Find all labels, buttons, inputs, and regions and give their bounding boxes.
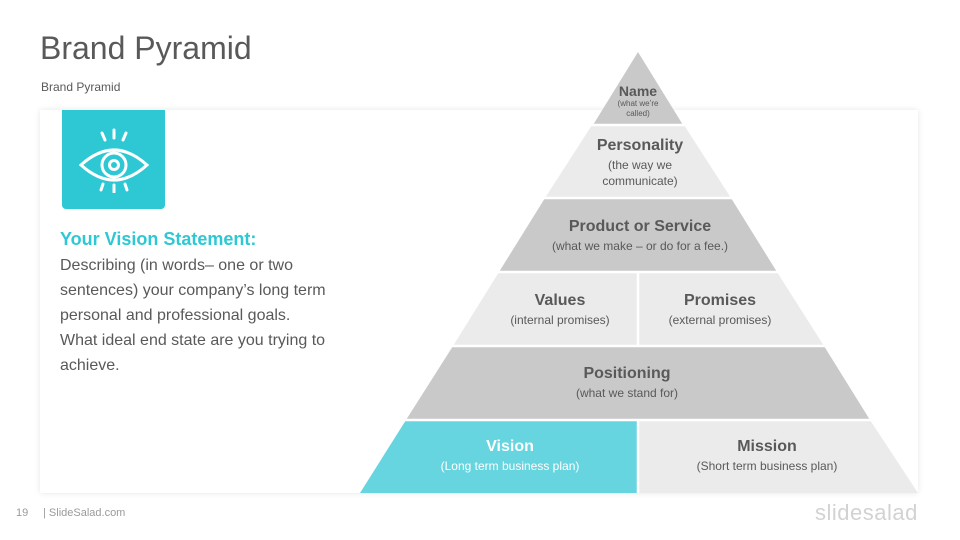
slidesalad-logo: slidesalad <box>815 500 918 525</box>
tier-mission-desc: (Short term business plan) <box>696 459 838 473</box>
pyramid-tier-vision <box>360 420 638 493</box>
tier-name-desc: (what we’re called) <box>617 99 659 118</box>
eye-icon <box>78 128 149 193</box>
tier-personality: Personality (the way we communicate) <box>570 137 710 189</box>
pyramid-tier-positioning <box>406 346 870 420</box>
tier-values: Values (internal promises) <box>490 292 630 327</box>
page-number: 19 <box>16 507 29 519</box>
tier-positioning: Positioning (what we stand for) <box>527 365 727 400</box>
pyramid-tier-mission <box>638 420 918 493</box>
tier-name: Name (what we’re called) <box>598 83 678 119</box>
vision-statement-heading: Your Vision Statement: <box>60 229 257 249</box>
vision-statement-body: Describing (in words– one or two sentenc… <box>60 257 326 374</box>
tier-vision-desc: (Long term business plan) <box>440 459 580 473</box>
pyramid-tier-values <box>453 272 638 346</box>
tier-positioning-title: Positioning <box>583 365 671 382</box>
page-title: Brand Pyramid <box>40 30 252 66</box>
page-subtitle: Brand Pyramid <box>41 80 121 94</box>
vision-icon-box <box>62 110 165 209</box>
tier-mission-title: Mission <box>737 438 797 455</box>
tier-vision-title: Vision <box>486 438 534 455</box>
footer-site-link[interactable]: | SlideSalad.com <box>43 507 126 519</box>
tier-positioning-desc: (what we stand for) <box>575 386 679 400</box>
pyramid-tier-name <box>593 52 683 125</box>
tier-product: Product or Service (what we make – or do… <box>520 218 760 253</box>
pyramid-tier-promises <box>638 272 824 346</box>
tier-personality-title: Personality <box>596 137 684 154</box>
tier-personality-desc: (the way we communicate) <box>602 158 678 188</box>
tier-product-title: Product or Service <box>568 218 712 235</box>
tier-vision: Vision (Long term business plan) <box>420 438 600 473</box>
tier-name-title: Name <box>618 83 658 99</box>
tier-promises-title: Promises <box>683 292 757 309</box>
tier-mission: Mission (Short term business plan) <box>667 438 867 473</box>
pyramid-tier-personality <box>545 125 731 198</box>
pyramid-tier-product <box>499 198 777 272</box>
tier-values-desc: (internal promises) <box>510 313 610 327</box>
tier-promises: Promises (external promises) <box>650 292 790 327</box>
tier-values-title: Values <box>534 292 586 309</box>
tier-product-desc: (what we make – or do for a fee.) <box>551 239 729 253</box>
tier-promises-desc: (external promises) <box>668 313 772 327</box>
